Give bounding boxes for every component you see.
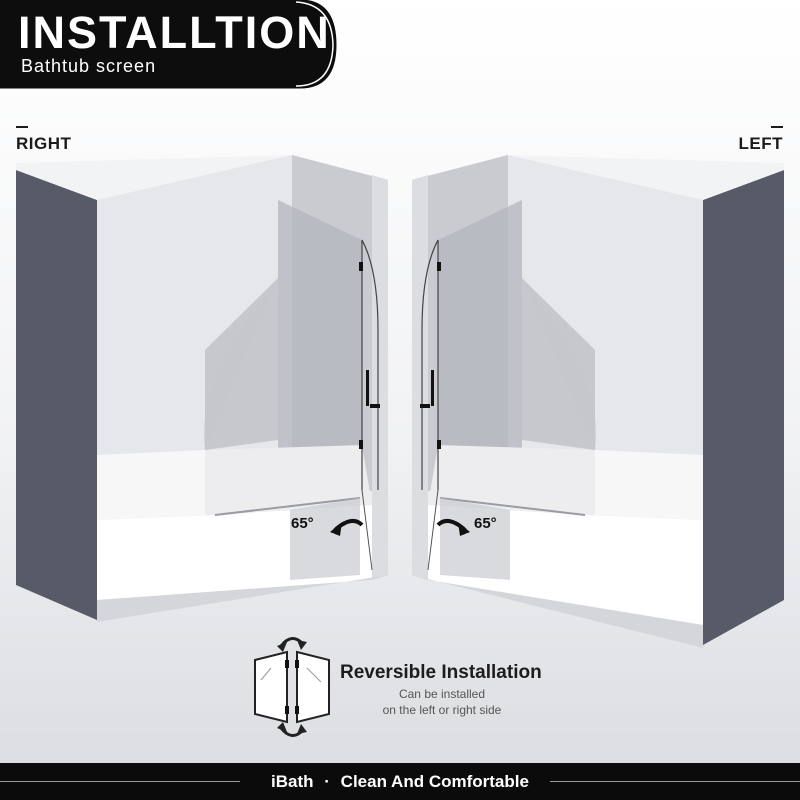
bathtub-scene: 65° 65°: [16, 155, 784, 648]
footer-text: iBath · Clean And Comfortable: [0, 772, 800, 792]
reversible-desc-line1: Can be installed: [398, 687, 486, 701]
left-side-label: LEFT: [739, 126, 783, 154]
rotate-arrow-icon: [458, 522, 470, 536]
right-angle-label: 65°: [291, 515, 314, 532]
left-angle-label: 65°: [474, 515, 497, 532]
reversible-title: Reversible Installation: [340, 662, 542, 683]
title-banner: INSTALLTION Bathtub screen: [0, 0, 338, 90]
footer-tagline: Clean And Comfortable: [340, 772, 529, 791]
footer-divider-left: [0, 781, 240, 782]
right-install-illustration: 65°: [16, 155, 388, 622]
banner-shape: [0, 0, 337, 89]
footer-separator: ·: [324, 772, 330, 791]
reversible-desc-line2: on the left or right side: [382, 703, 502, 717]
right-side-label: RIGHT: [16, 126, 71, 154]
footer-bar: iBath · Clean And Comfortable: [0, 763, 800, 800]
rotate-arrow-icon: [330, 522, 342, 536]
footer-divider-right: [550, 781, 800, 782]
page-title: INSTALLTION: [18, 7, 331, 58]
left-install-illustration: 65°: [412, 155, 784, 648]
reversible-door-icon: [254, 637, 330, 737]
footer-brand: iBath: [271, 772, 314, 791]
page-subtitle: Bathtub screen: [21, 56, 157, 76]
